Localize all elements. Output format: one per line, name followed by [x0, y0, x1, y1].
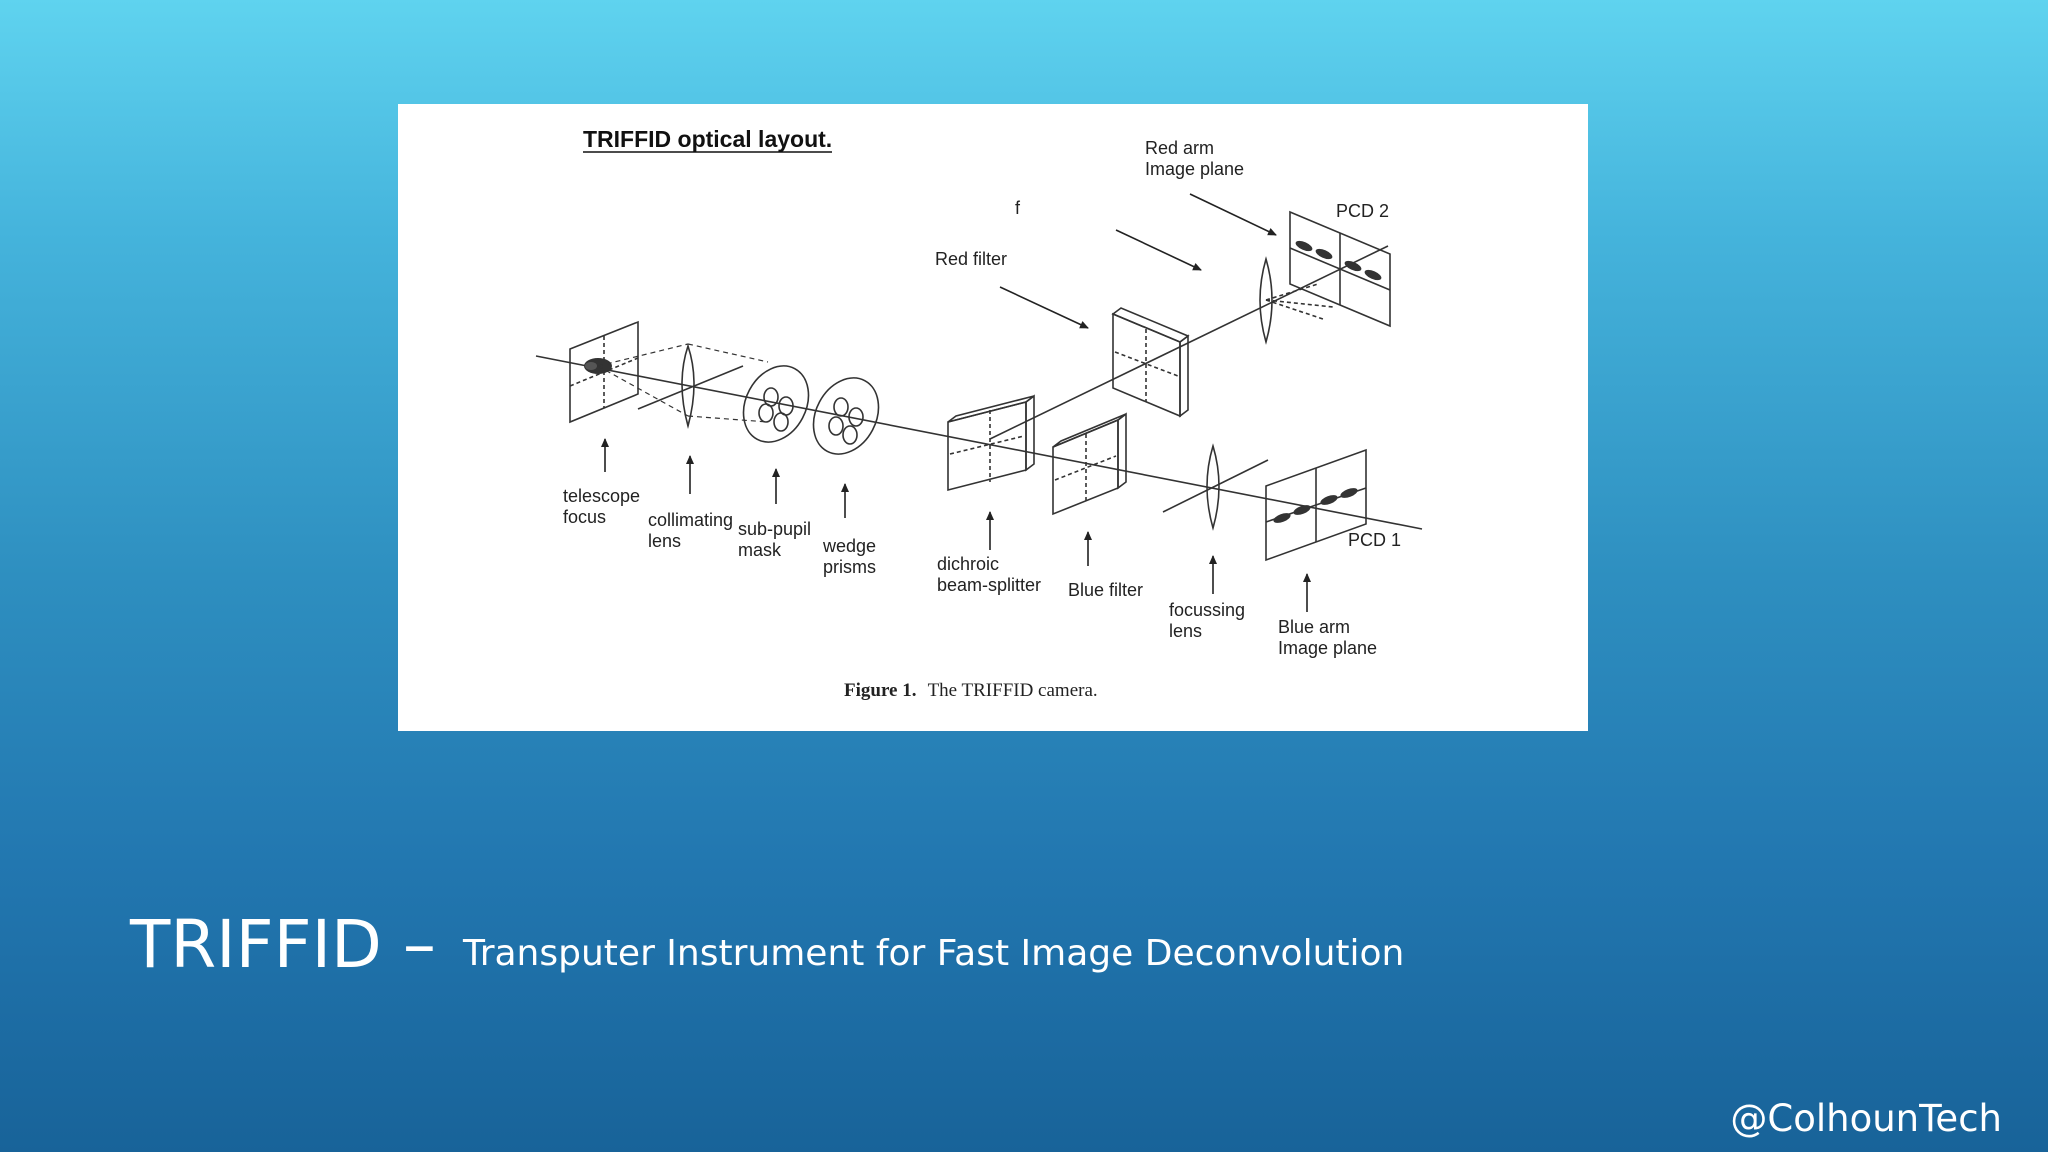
- blue-filter: [1052, 412, 1127, 516]
- red-arm-beam: [989, 245, 1389, 440]
- label-collimating-lens: collimating lens: [648, 510, 738, 551]
- telescope-focus-plane: [569, 320, 639, 424]
- label-pcd1: PCD 1: [1348, 530, 1401, 550]
- collimating-lens: [637, 343, 744, 430]
- pcd1-detector: [1265, 448, 1367, 562]
- pointer-arrows: [601, 193, 1311, 612]
- author-handle: @ColhounTech: [1730, 1097, 2002, 1140]
- sub-pupil-mask: [742, 365, 810, 443]
- label-sub-pupil-mask: sub-pupil mask: [738, 519, 816, 560]
- slide-title: TRIFFID –: [130, 906, 436, 983]
- label-pcd2: PCD 2: [1336, 201, 1389, 221]
- wedge-prisms: [812, 377, 880, 455]
- label-blue-filter: Blue filter: [1068, 580, 1143, 600]
- label-red-arm: Red arm Image plane: [1145, 138, 1244, 179]
- label-dichroic: dichroic beam-splitter: [937, 554, 1041, 595]
- label-red-filter: Red filter: [935, 249, 1007, 269]
- label-focussing-lens-bottom: focussing lens: [1169, 600, 1250, 641]
- figure-heading: TRIFFID optical layout.: [583, 126, 832, 152]
- triffid-diagram: TRIFFID optical layout.: [535, 126, 1423, 701]
- label-wedge-prisms: wedge prisms: [822, 536, 881, 577]
- pcd2-detector: [1289, 210, 1391, 328]
- label-telescope-focus: telescope focus: [563, 486, 645, 527]
- beam-cone: [597, 343, 769, 423]
- red-filter: [1111, 307, 1190, 418]
- optical-layout-figure: TRIFFID optical layout.: [398, 104, 1588, 731]
- slide-subtitle: Transputer Instrument for Fast Image Dec…: [463, 933, 1405, 974]
- dichroic-beam-splitter: [947, 394, 1035, 492]
- focussing-lens-bottom: [1162, 443, 1269, 531]
- figure-caption: Figure 1. The TRIFFID camera.: [844, 680, 1098, 701]
- optical-axis: [535, 355, 1423, 530]
- label-focussing-lens-top: f: [1015, 198, 1021, 218]
- label-blue-arm: Blue arm Image plane: [1278, 617, 1377, 658]
- focussing-lens-top: [1259, 256, 1334, 345]
